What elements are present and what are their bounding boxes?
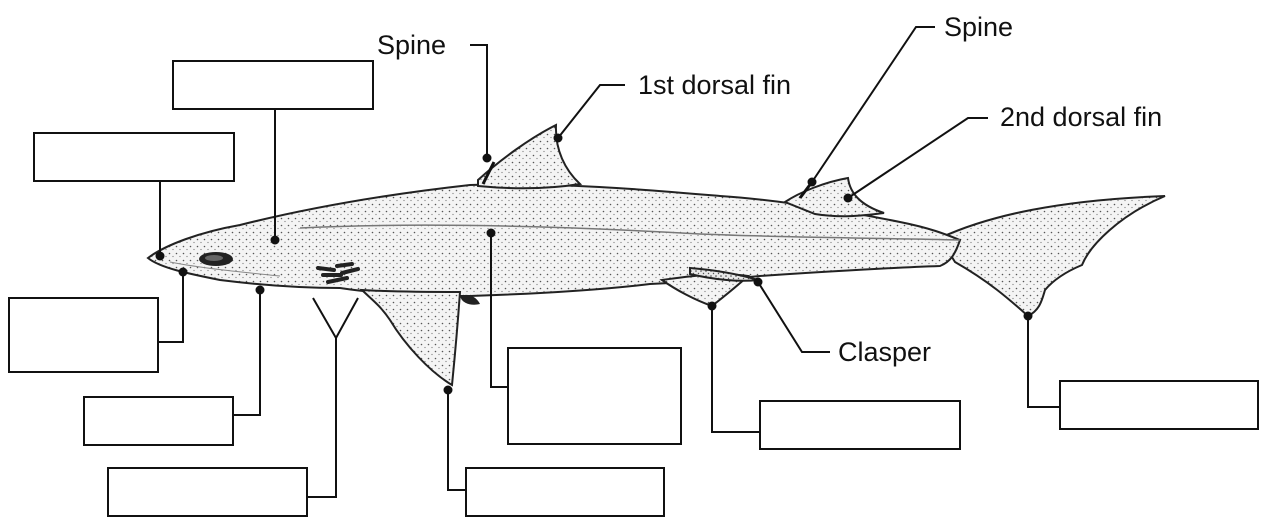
label-first-dorsal-fin: 1st dorsal fin xyxy=(638,70,791,100)
answer-box-gill-slits[interactable] xyxy=(108,468,307,516)
answer-box-caudal-fin[interactable] xyxy=(1060,381,1258,429)
pectoral-fin xyxy=(362,290,460,385)
label-spine-rear: Spine xyxy=(944,12,1013,42)
answer-box-mouth[interactable] xyxy=(9,298,158,372)
first-dorsal-fin xyxy=(478,125,580,188)
answer-box-pectoral-origin[interactable] xyxy=(84,397,233,445)
answer-box-pectoral-fin[interactable] xyxy=(466,468,664,516)
label-second-dorsal-fin: 2nd dorsal fin xyxy=(1000,102,1162,132)
eye-highlight xyxy=(205,255,223,261)
shark-illustration xyxy=(148,125,1165,385)
answer-box-lateral-line[interactable] xyxy=(508,348,681,444)
caudal-fin xyxy=(940,196,1165,316)
answer-box-pelvic-fin[interactable] xyxy=(760,401,960,449)
answer-box-top-center[interactable] xyxy=(173,61,373,109)
answer-box-snout[interactable] xyxy=(34,133,234,181)
label-spine-front: Spine xyxy=(377,30,446,60)
label-clasper: Clasper xyxy=(838,337,931,367)
